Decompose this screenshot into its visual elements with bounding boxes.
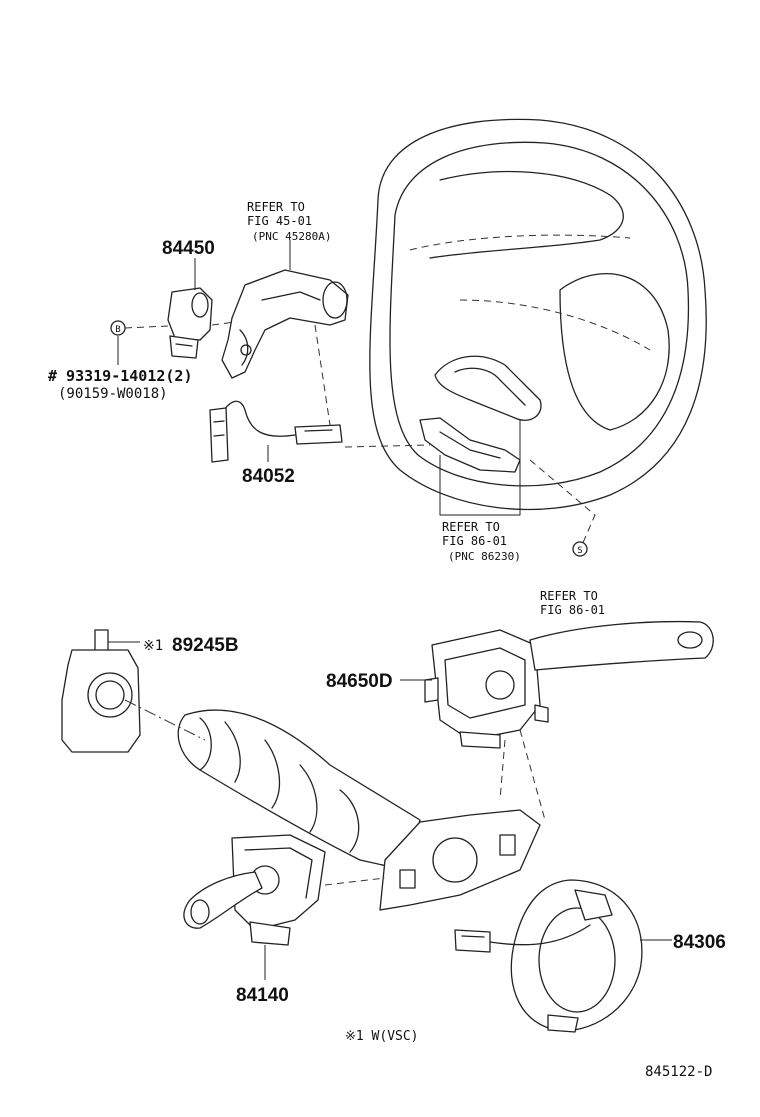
- callout-circle-b: [110, 320, 126, 336]
- label-84306: 84306: [673, 932, 726, 953]
- reference-fig-86-01-a: REFER TO FIG 86-01 (PNC 86230): [442, 520, 521, 563]
- ref2-line3: (PNC 86230): [448, 550, 521, 563]
- headlamp-switch-84140: [183, 834, 326, 980]
- spiral-cable-84306: [454, 879, 672, 1033]
- ref2-line1: REFER TO: [442, 520, 500, 534]
- label-84450: 84450: [162, 238, 215, 259]
- footnote: ※1 W(VSC): [345, 1029, 419, 1044]
- steering-lock-housing: [221, 240, 349, 426]
- label-89245b: 89245B: [172, 635, 239, 656]
- bolt-alt-part-number: (90159-W0018): [58, 386, 168, 402]
- ref1-line1: REFER TO: [247, 200, 305, 214]
- switch-bracket: [324, 809, 541, 911]
- callout-s-text: S: [577, 546, 582, 556]
- steering-column: [177, 709, 421, 871]
- combination-switch-84650d: [400, 620, 714, 821]
- steering-wheel: [344, 118, 707, 511]
- reference-fig-86-01-b: REFER TO FIG 86-01: [540, 589, 605, 617]
- ref2-line2: FIG 86-01: [442, 534, 507, 548]
- label-89245b-mark: ※1: [143, 638, 163, 654]
- ignition-cylinder-84450: [124, 287, 236, 359]
- label-84052: 84052: [242, 466, 295, 487]
- ref2-bracket: [439, 420, 521, 516]
- ref1-line3: (PNC 45280A): [252, 230, 331, 243]
- label-84140: 84140: [236, 985, 289, 1006]
- callout-circle-s: [572, 541, 588, 557]
- ref3-line2: FIG 86-01: [540, 603, 605, 617]
- callout-b-text: B: [115, 325, 120, 335]
- wire-connector-84052: [209, 400, 343, 463]
- figure-id: 845122-D: [645, 1064, 712, 1080]
- leader-s: [529, 459, 596, 546]
- ref3-line1: REFER TO: [540, 589, 598, 603]
- bolt-part-number: # 93319-14012(2): [48, 367, 193, 385]
- ref1-line2: FIG 45-01: [247, 214, 312, 228]
- steering-sensor-89245b: [61, 629, 206, 753]
- reference-fig-45-01: REFER TO FIG 45-01 (PNC 45280A): [247, 200, 331, 243]
- label-84650d: 84650D: [326, 671, 393, 692]
